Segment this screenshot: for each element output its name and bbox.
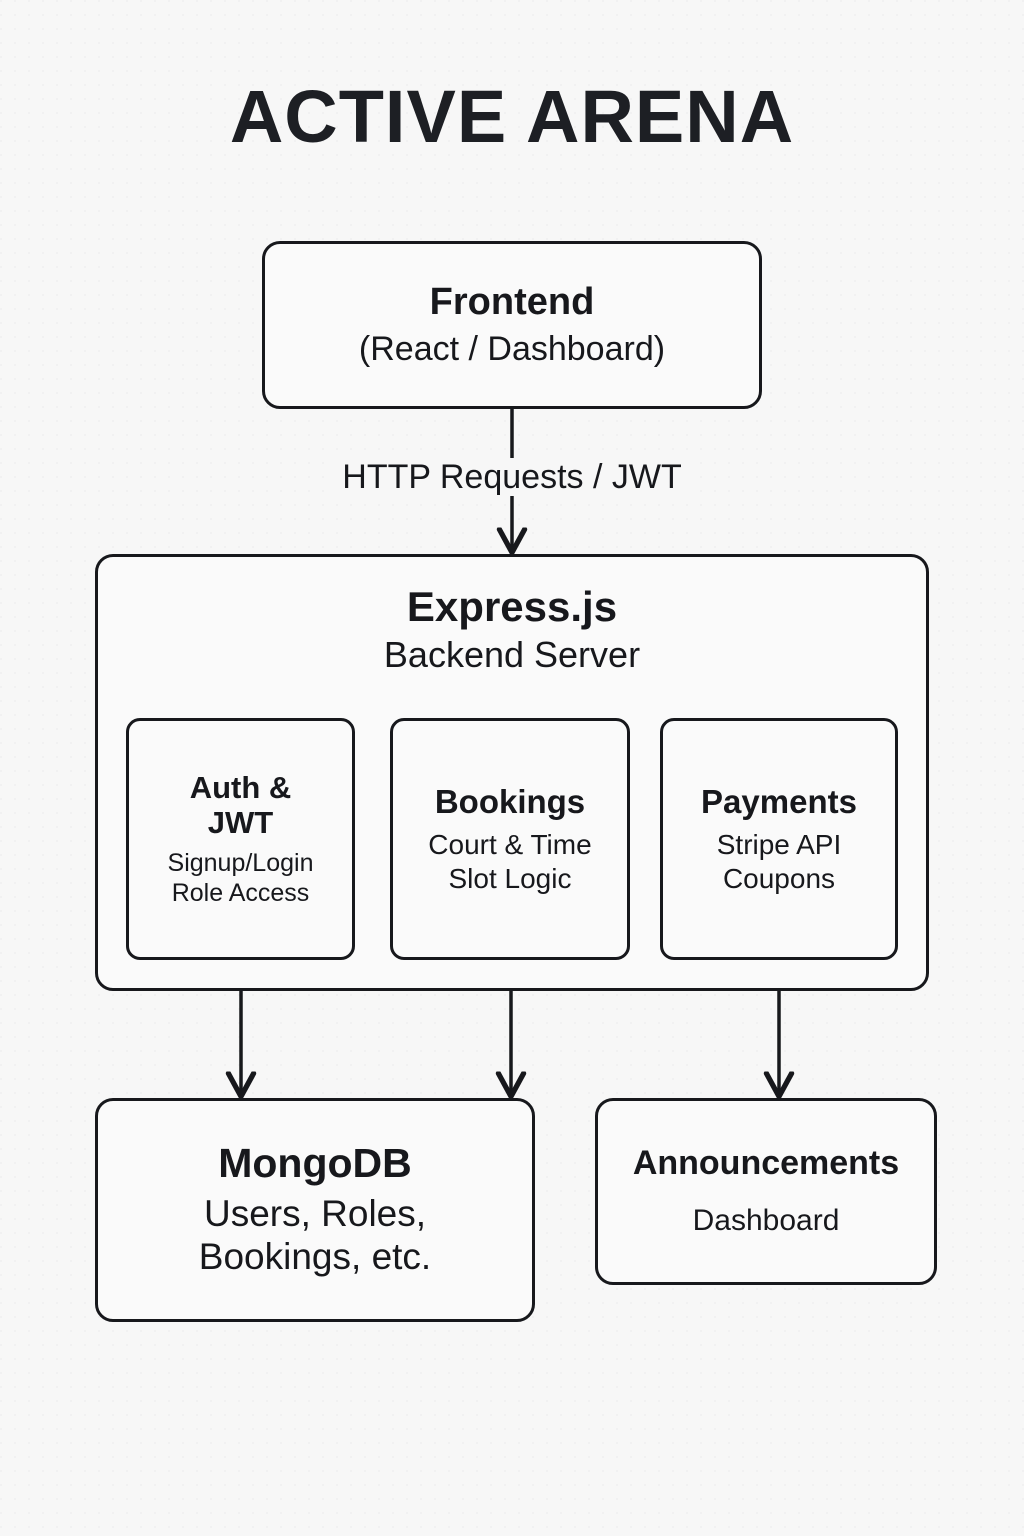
edge-label-http-jwt: HTTP Requests / JWT — [0, 458, 1024, 497]
service-auth-title-line1: Auth & — [189, 769, 292, 805]
service-auth-detail-line1: Signup/Login — [167, 849, 314, 878]
frontend-subtitle: (React / Dashboard) — [358, 329, 666, 368]
mongodb-title: MongoDB — [218, 1140, 412, 1187]
service-auth-detail-line2: Role Access — [171, 879, 310, 908]
express-subtitle: Backend Server — [383, 634, 641, 676]
node-frontend[interactable]: Frontend (React / Dashboard) — [262, 241, 762, 409]
service-bookings-detail: Court & Time Slot Logic — [428, 828, 591, 895]
frontend-title: Frontend — [429, 281, 595, 323]
service-auth-title-line2: JWT — [207, 805, 274, 840]
service-auth-title: Auth & JWT — [190, 770, 292, 841]
page-title: ACTIVE ARENA — [229, 75, 795, 158]
service-payments-title: Payments — [701, 783, 857, 821]
express-title: Express.js — [406, 583, 618, 630]
node-mongodb[interactable]: MongoDB Users, Roles, Bookings, etc. — [95, 1098, 535, 1322]
node-service-payments[interactable]: Payments Stripe API Coupons — [660, 718, 898, 960]
service-bookings-title-line1: Bookings — [434, 782, 586, 820]
service-payments-detail-line1: Stripe API — [716, 829, 842, 861]
service-payments-detail-line2: Coupons — [722, 862, 836, 894]
service-payments-detail: Stripe API Coupons — [717, 828, 842, 895]
node-announcements[interactable]: Announcements Dashboard — [595, 1098, 937, 1285]
service-bookings-detail-line1: Court & Time — [428, 829, 592, 861]
node-service-bookings[interactable]: Bookings Court & Time Slot Logic — [390, 718, 630, 960]
service-auth-detail: Signup/Login Role Access — [168, 848, 314, 908]
edge-label-http-jwt-text: HTTP Requests / JWT — [332, 458, 692, 496]
node-service-auth-jwt[interactable]: Auth & JWT Signup/Login Role Access — [126, 718, 355, 960]
mongodb-detail: Users, Roles, Bookings, etc. — [199, 1193, 431, 1279]
service-bookings-detail-line2: Slot Logic — [448, 862, 572, 894]
mongodb-detail-line2: Bookings, etc. — [198, 1235, 432, 1277]
mongodb-detail-line1: Users, Roles, — [203, 1193, 427, 1235]
announcements-title: Announcements — [632, 1144, 900, 1183]
service-bookings-title: Bookings — [435, 783, 585, 821]
announcements-subtitle: Dashboard — [692, 1204, 840, 1238]
service-payments-title-line1: Payments — [701, 782, 857, 820]
